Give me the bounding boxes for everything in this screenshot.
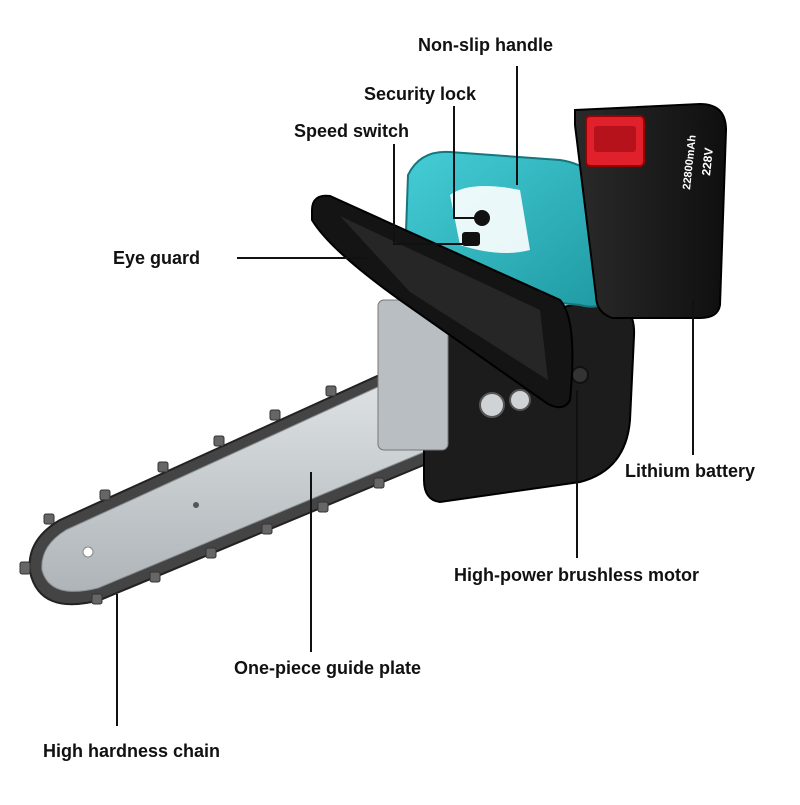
lithium-battery: 22800mAh 228V [574, 102, 728, 319]
leader-security-lock [453, 106, 480, 219]
label-security-lock: Security lock [364, 84, 477, 104]
label-lithium-battery: Lithium battery [625, 461, 756, 481]
leader-lines [116, 66, 694, 726]
battery-capacity-text: 22800mAh [681, 134, 699, 190]
battery-voltage-text: 228V [699, 147, 716, 176]
eye-guard [311, 194, 574, 409]
guide-plate [28, 347, 484, 606]
label-guide-plate: One-piece guide plate [234, 658, 422, 678]
label-eye-guard: Eye guard [113, 248, 201, 268]
label-non-slip-handle: Non-slip handle [418, 35, 553, 55]
label-speed-switch: Speed switch [294, 121, 410, 141]
label-chain: High hardness chain [43, 741, 221, 761]
label-brushless-motor: High-power brushless motor [454, 565, 700, 585]
leader-speed-switch [393, 144, 466, 245]
